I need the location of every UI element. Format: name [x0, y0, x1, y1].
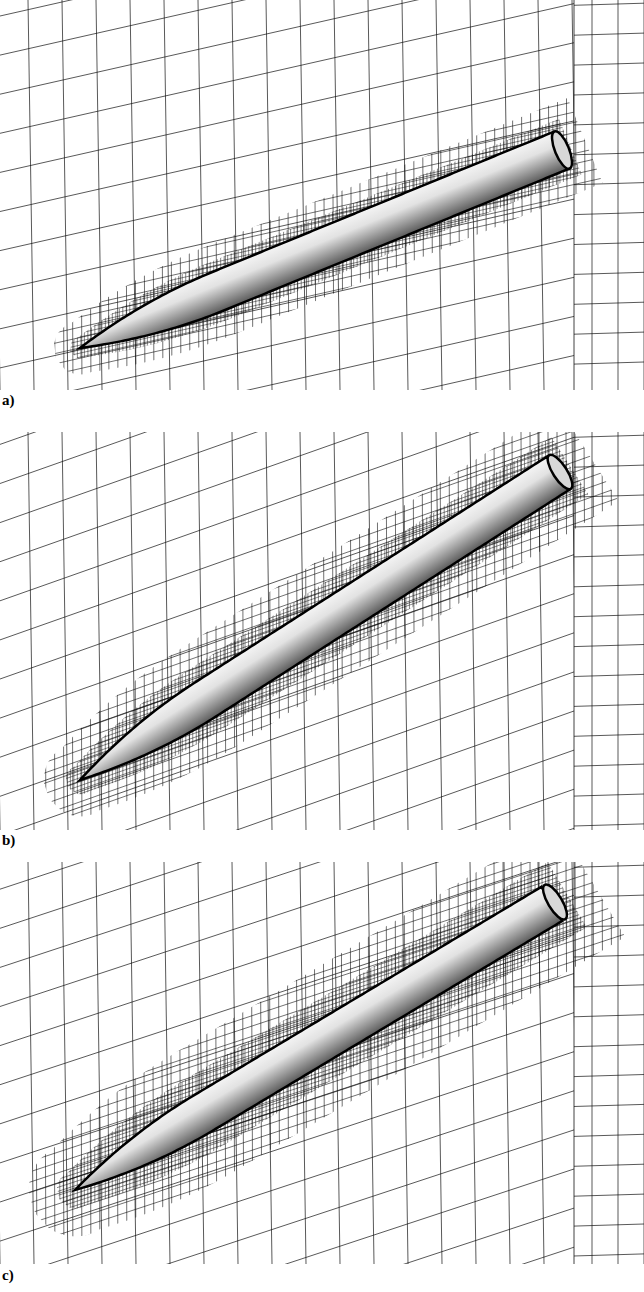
projectile-surface: [72, 132, 568, 367]
mesh-illustration: [0, 862, 644, 1264]
projectile-body: [72, 129, 576, 367]
refined-mesh: [0, 862, 644, 1264]
projectile-base: [539, 881, 572, 923]
fine-mesh: [0, 0, 644, 390]
panel-label: a): [2, 393, 15, 408]
panel-label: b): [2, 833, 15, 848]
fine-mesh: [0, 862, 644, 1264]
projectile-base: [543, 451, 576, 492]
projectile-body: [65, 881, 572, 1207]
mesh-illustration: [0, 0, 644, 390]
refined-mesh: [0, 432, 644, 830]
wall-mesh: [574, 0, 644, 390]
projectile-base: [548, 129, 576, 171]
fine-mesh: [0, 432, 644, 830]
coarse-mesh: [0, 432, 574, 830]
projectile-surface: [69, 456, 569, 796]
mesh-illustration: [0, 432, 644, 830]
refined-mesh: [0, 0, 644, 390]
projectile-surface: [65, 887, 562, 1207]
panel-label: c): [2, 1268, 14, 1283]
coarse-mesh: [0, 862, 574, 1264]
wall-edge: [574, 0, 575, 390]
projectile-body: [69, 451, 576, 796]
